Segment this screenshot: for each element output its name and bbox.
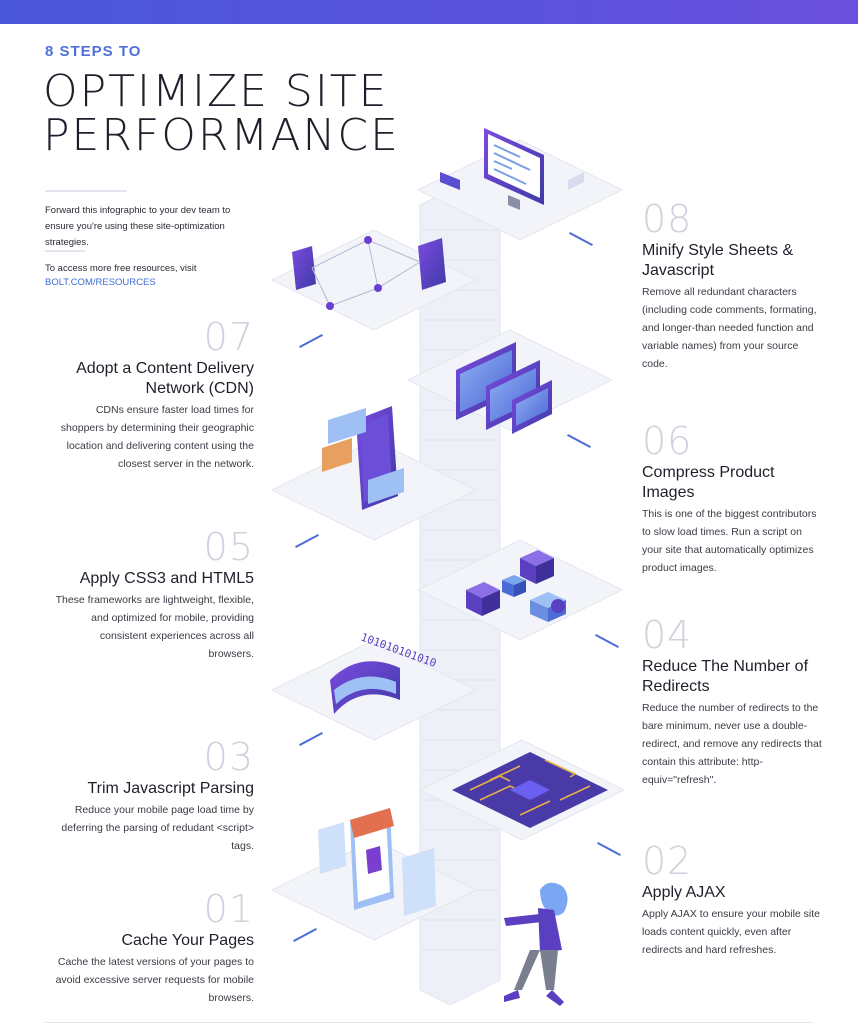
intro-text: Forward this infographic to your dev tea… — [45, 205, 231, 248]
step-number: 01 — [203, 887, 254, 931]
resources-link[interactable]: BOLT.COM/RESOURCES — [45, 277, 156, 288]
kicker: 8 STEPS TO — [45, 43, 142, 60]
title-line-1: OPTIMIZE SITE — [43, 66, 389, 117]
step-heading: Compress Product Images — [642, 464, 775, 501]
step-heading: Adopt a Content Delivery Network (CDN) — [76, 360, 254, 397]
step-7: 07 Adopt a Content Delivery Network (CDN… — [52, 318, 254, 473]
step-2: 02 Apply AJAX Apply AJAX to ensure your … — [642, 842, 822, 959]
step-number: 02 — [642, 839, 693, 883]
step-number: 06 — [642, 419, 693, 463]
step-heading: Cache Your Pages — [121, 932, 254, 949]
step-number: 05 — [203, 525, 254, 569]
step-description: Reduce the number of redirects to the ba… — [642, 702, 822, 786]
divider — [45, 190, 127, 192]
step-description: This is one of the biggest contributors … — [642, 508, 817, 574]
step-8: 08 Minify Style Sheets & Javascript Remo… — [642, 200, 822, 373]
step-description: Remove all redundant characters (includi… — [642, 286, 817, 370]
access-text: To access more free resources, visit — [45, 263, 197, 274]
step-description: Apply AJAX to ensure your mobile site lo… — [642, 908, 821, 956]
step-1: 01 Cache Your Pages Cache the latest ver… — [52, 890, 254, 1007]
title-line-2: PERFORMANCE — [43, 110, 400, 161]
step-4: 04 Reduce The Number of Redirects Reduce… — [642, 616, 822, 789]
step-heading: Reduce The Number of Redirects — [642, 658, 809, 695]
step-number: 03 — [203, 735, 254, 779]
step-6: 06 Compress Product Images This is one o… — [642, 422, 822, 577]
page-title: OPTIMIZE SITE PERFORMANCE — [43, 70, 400, 158]
step-description: Cache the latest versions of your pages … — [55, 956, 254, 1004]
divider-small — [45, 250, 85, 252]
step-number: 08 — [642, 197, 693, 241]
top-banner — [0, 0, 858, 24]
step-number: 04 — [642, 613, 693, 657]
step-description: CDNs ensure faster load times for shoppe… — [60, 404, 254, 470]
step-5: 05 Apply CSS3 and HTML5 These frameworks… — [52, 528, 254, 663]
step-heading: Apply CSS3 and HTML5 — [79, 570, 254, 587]
step-heading: Trim Javascript Parsing — [87, 780, 254, 797]
step-heading: Apply AJAX — [642, 884, 726, 901]
step-description: Reduce your mobile page load time by def… — [61, 804, 254, 852]
step-3: 03 Trim Javascript Parsing Reduce your m… — [52, 738, 254, 855]
step-heading: Minify Style Sheets & Javascript — [642, 242, 794, 279]
step-description: These frameworks are lightweight, flexib… — [55, 594, 254, 660]
footer-divider — [45, 1022, 813, 1023]
step-number: 07 — [203, 315, 254, 359]
